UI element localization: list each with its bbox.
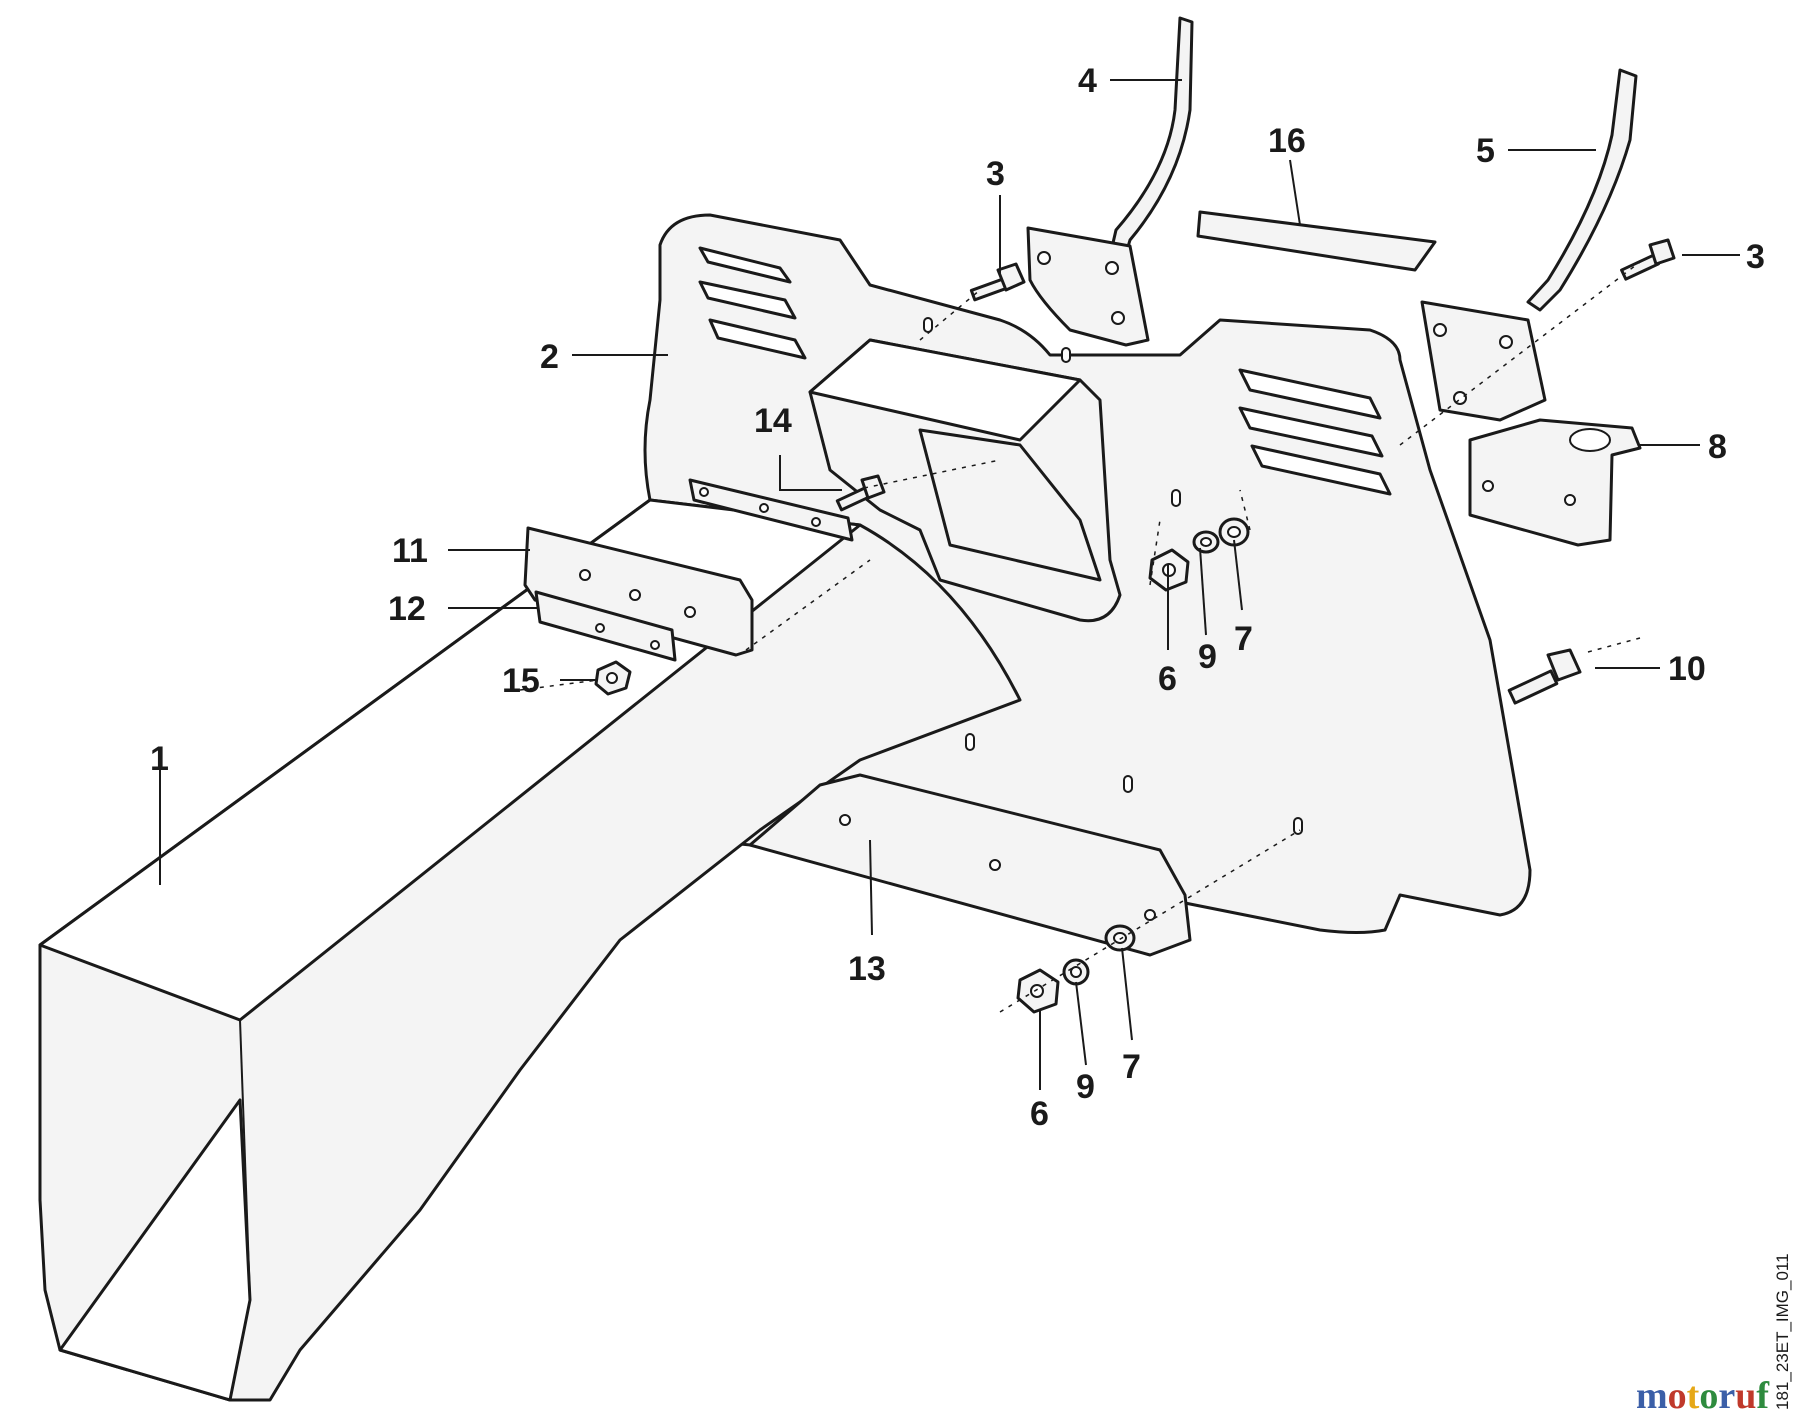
callout-11: 11 bbox=[392, 532, 428, 570]
figure-code: 181_23ET_IMG_011 bbox=[1773, 1253, 1792, 1410]
angle-bracket-part-8 bbox=[1468, 418, 1642, 547]
vent-slot bbox=[698, 246, 792, 284]
vent-slot bbox=[708, 318, 807, 360]
lever-part-5 bbox=[1420, 68, 1638, 422]
callout-13: 13 bbox=[848, 950, 886, 988]
callout-14: 14 bbox=[754, 402, 792, 440]
leader-lines bbox=[159, 79, 1740, 1090]
bolt-part-10 bbox=[1507, 648, 1582, 705]
watermark-logo: motoruf bbox=[1636, 1375, 1770, 1417]
lock-washer-part-9-lower bbox=[1062, 958, 1090, 986]
callout-5: 5 bbox=[1476, 132, 1495, 170]
callout-7: 7 bbox=[1234, 620, 1253, 658]
callout-12: 12 bbox=[388, 590, 426, 628]
vent-slot bbox=[1238, 368, 1382, 420]
lock-washer-part-9-upper bbox=[1192, 530, 1220, 554]
callout-8: 8 bbox=[1708, 428, 1727, 466]
clamp-plate-part-11 bbox=[523, 526, 754, 657]
lever-part-4 bbox=[1026, 16, 1194, 347]
callout-1: 1 bbox=[150, 740, 169, 778]
strip-part-16 bbox=[1196, 210, 1437, 272]
callout-9: 9 bbox=[1076, 1068, 1095, 1106]
vent-slot bbox=[698, 280, 797, 320]
vent-slot bbox=[1238, 406, 1384, 458]
bottom-bracket-part-13 bbox=[748, 773, 1192, 957]
callout-9: 9 bbox=[1198, 638, 1217, 676]
strip-part-12 bbox=[534, 590, 677, 662]
washer-part-7-upper bbox=[1218, 517, 1250, 547]
bolt-part-14 bbox=[835, 474, 886, 512]
callout-15: 15 bbox=[502, 662, 540, 700]
callout-2: 2 bbox=[540, 338, 559, 376]
upper-strip bbox=[688, 478, 854, 542]
bolt-part-3-right bbox=[1620, 238, 1676, 281]
callout-7: 7 bbox=[1122, 1048, 1141, 1086]
bolt-part-3-left bbox=[969, 262, 1026, 302]
vent-slot bbox=[1250, 444, 1392, 496]
assembly-axes bbox=[519, 261, 1641, 1013]
callout-10: 10 bbox=[1668, 650, 1706, 688]
callout-6: 6 bbox=[1030, 1095, 1049, 1133]
nut-part-6-lower bbox=[1016, 968, 1060, 1014]
washer-part-7-lower bbox=[1104, 924, 1136, 952]
callout-4: 4 bbox=[1078, 62, 1097, 100]
nut-part-15 bbox=[594, 660, 632, 696]
callout-labels: 1 2 3 3 4 5 6 6 7 7 8 9 9 10 11 12 13 14… bbox=[150, 62, 1765, 1133]
callout-3: 3 bbox=[986, 155, 1005, 193]
callout-16: 16 bbox=[1268, 122, 1306, 160]
callout-3: 3 bbox=[1746, 238, 1765, 276]
callout-6: 6 bbox=[1158, 660, 1177, 698]
